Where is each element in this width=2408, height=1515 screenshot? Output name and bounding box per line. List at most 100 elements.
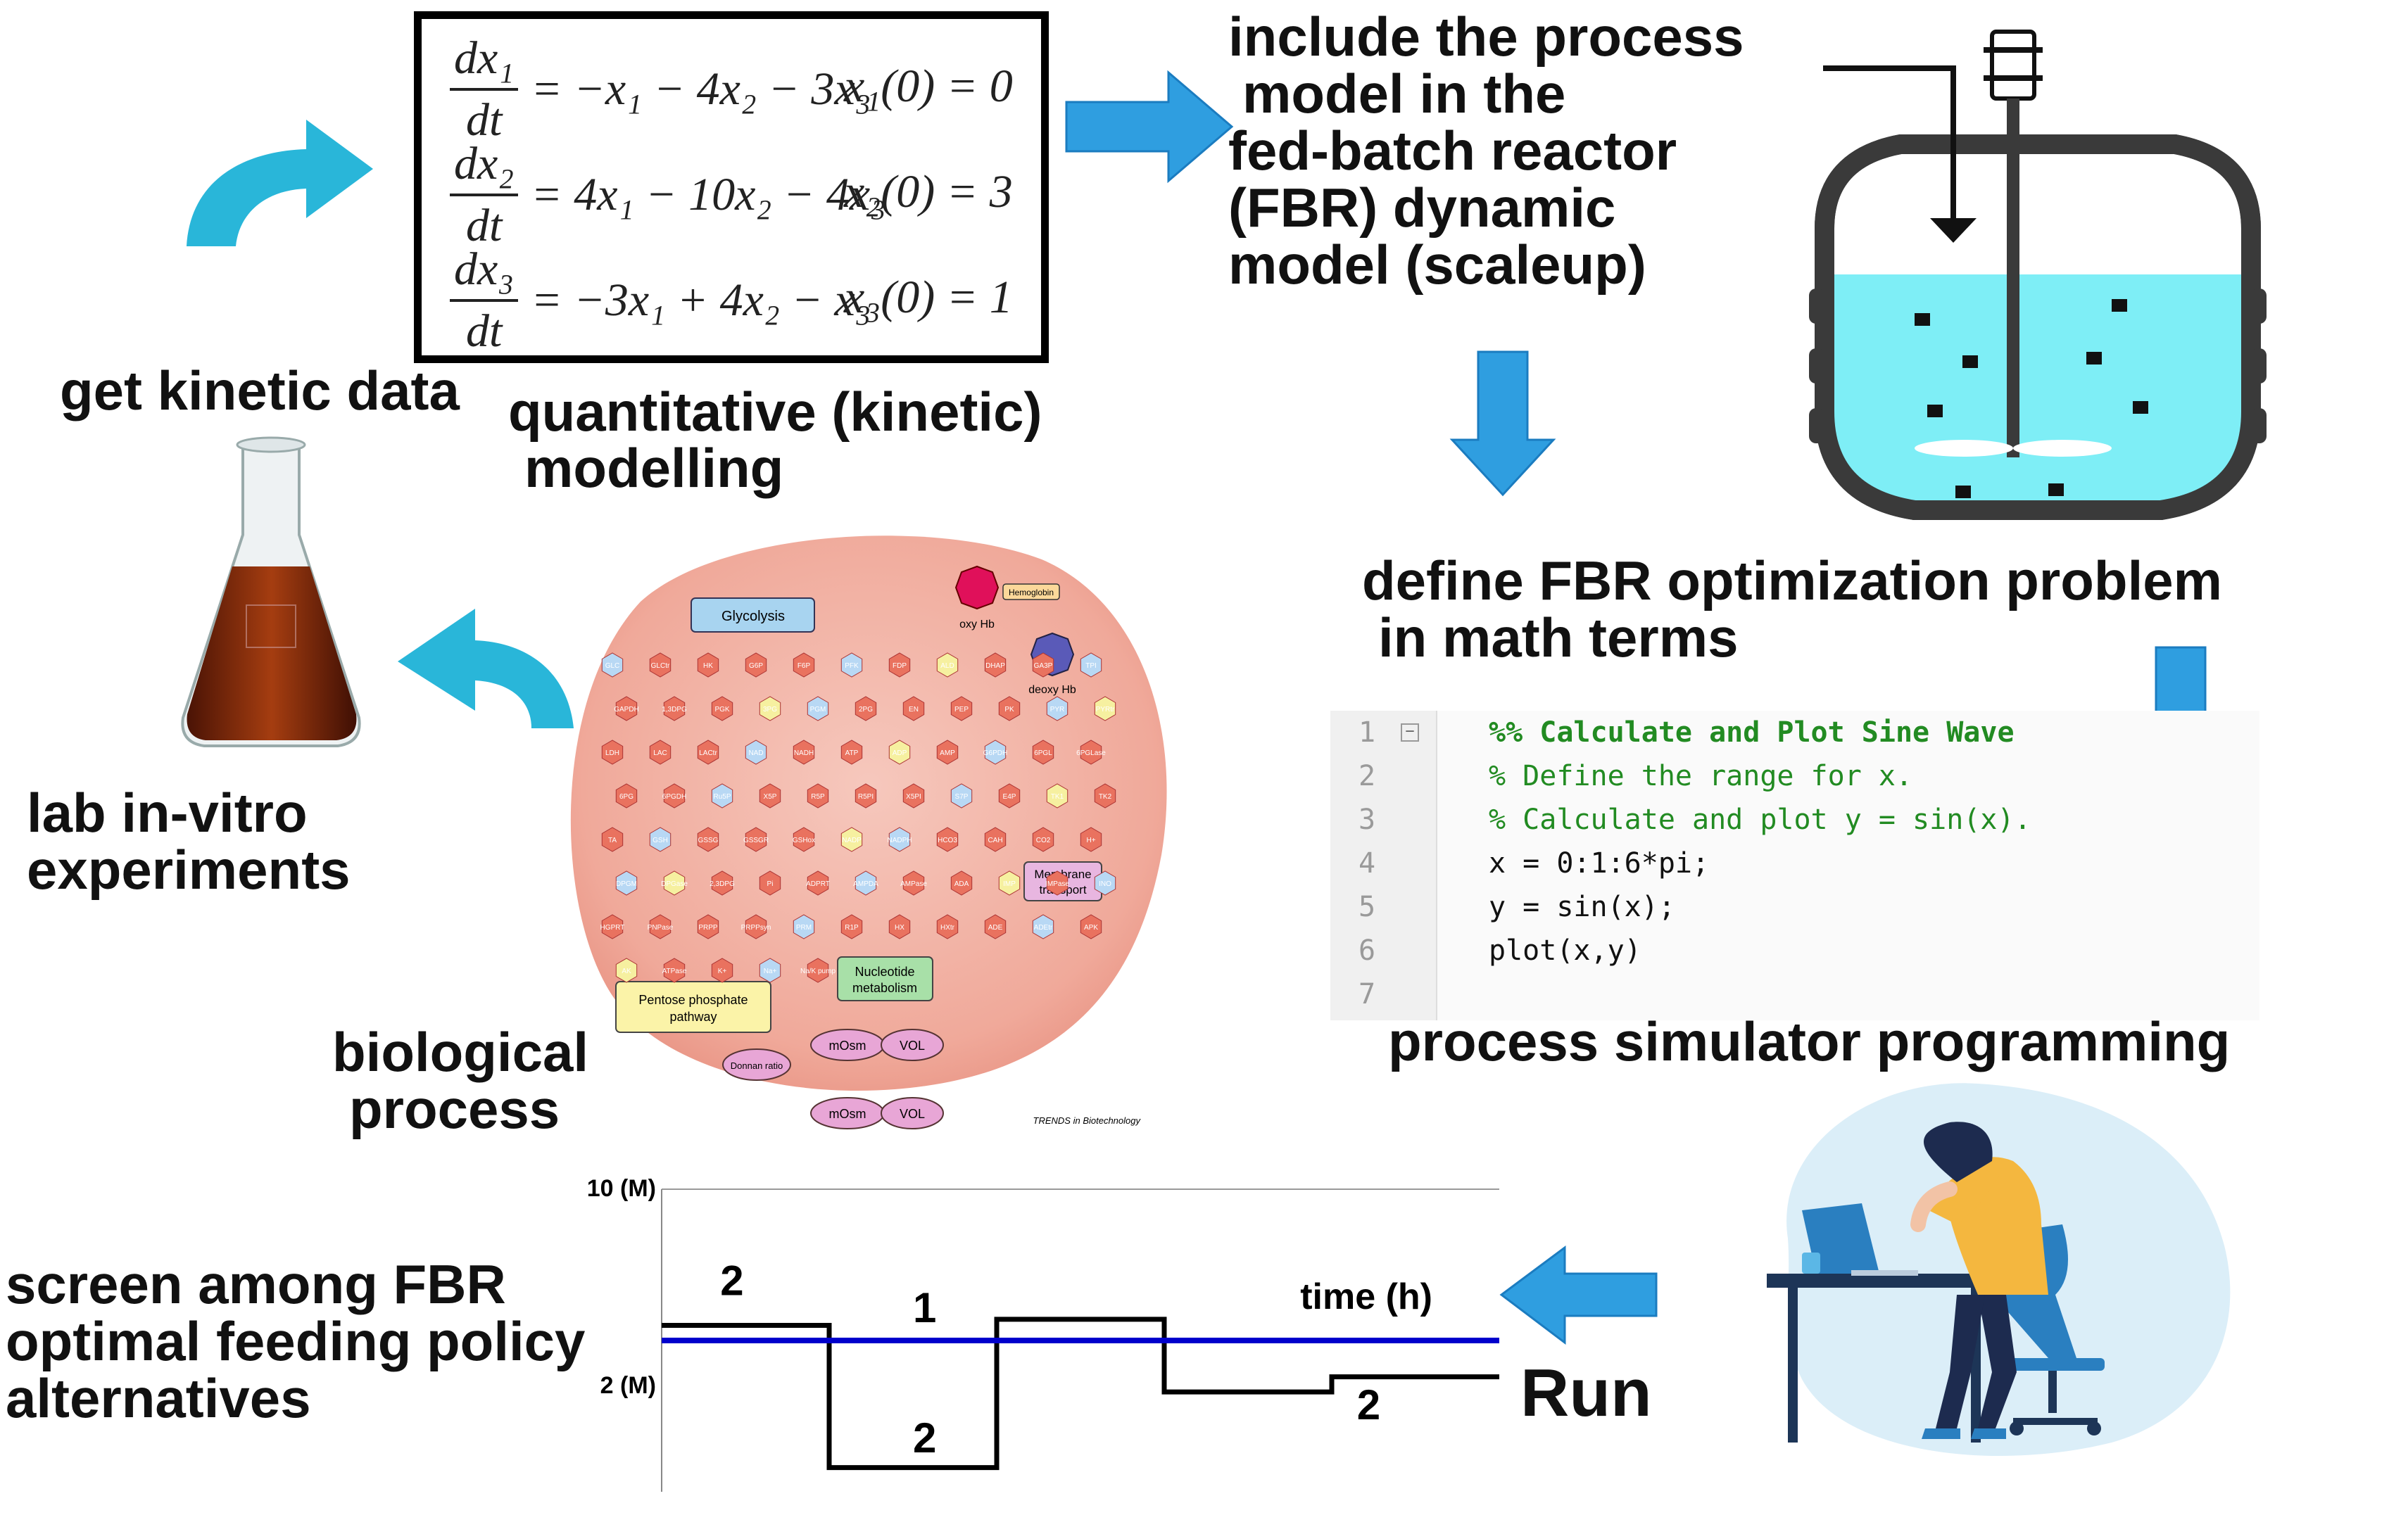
svg-text:K+: K+ [718,968,727,975]
metabolite-node: R5P [807,783,829,809]
svg-text:HGPRT: HGPRT [600,924,625,932]
svg-text:CAH: CAH [988,837,1002,844]
metabolite-node: TA [601,827,624,852]
svg-text:G6PDH: G6PDH [983,749,1007,757]
metabolite-node: PGK [711,696,733,721]
metabolite-node: TK1 [1046,783,1069,809]
eq-init: x₁(0) = 0 [844,61,1013,112]
fold-marker[interactable]: − [1401,723,1419,742]
svg-text:GSSGR: GSSGR [743,837,769,844]
svg-text:AMP: AMP [940,749,955,757]
metabolite-node: LACtr [697,740,719,765]
svg-text:ALD: ALD [940,662,954,670]
include-model-label-4: (FBR) dynamic [1228,177,1616,239]
ppp-label-2: pathway [669,1010,717,1024]
lab-experiments-label-2: experiments [27,839,351,901]
metabolite-node: FDP [888,652,911,678]
code-line[interactable]: % Calculate and plot y = sin(x). [1489,804,2031,836]
metabolite-node: H+ [1080,827,1102,852]
feed-step-line [662,1317,1499,1471]
metabolite-node: R5PI [855,783,877,809]
svg-text:PGK: PGK [714,706,729,714]
svg-text:PYRtr: PYRtr [1096,706,1115,714]
svg-text:PRPP: PRPP [698,924,718,932]
metabolite-node: TPI [1080,652,1102,678]
line-number: 3 [1359,804,1376,836]
line-number: 6 [1359,934,1376,967]
svg-text:GAPDH: GAPDH [614,706,639,714]
svg-text:GSHox: GSHox [793,837,815,844]
svg-text:R1P: R1P [845,924,859,932]
metabolite-node: GAPDH [614,696,639,721]
metabolite-node: 6PGDH [662,783,686,809]
svg-text:G6P: G6P [749,662,763,670]
metabolite-node: 2,3DPG [710,870,735,896]
metabolite-node: 1,3DPG [662,696,687,721]
screen-alternatives-label-2: optimal feeding policy [6,1310,586,1372]
svg-text:TK2: TK2 [1099,793,1112,801]
svg-text:6PG: 6PG [619,793,633,801]
code-line[interactable]: %% Calculate and Plot Sine Wave [1489,716,2015,749]
hemoglobin-label: Hemoglobin [1009,588,1054,597]
metabolite-node: EN [902,696,925,721]
simulator-programming-label: process simulator programming [1388,1010,2231,1072]
erlenmeyer-flask-icon [181,436,361,747]
svg-text:Pi: Pi [767,880,774,888]
svg-text:DHAP: DHAP [985,662,1005,670]
metabolite-node: ATPase [662,958,687,983]
metabolic-network-diagram: Glycolysis Pentose phosphate pathway Nuc… [570,535,1167,1129]
metabolite-node: AK [615,958,638,983]
right-arrow-icon [1065,70,1234,184]
metabolite-node: AMPase [900,870,927,896]
svg-text:GLC: GLC [605,662,620,670]
svg-text:HK: HK [703,662,713,670]
svg-text:LAC: LAC [653,749,667,757]
metabolite-node: GA3P [1032,652,1054,678]
code-editor: − 1 2 3 4 5 6 7 %% Calculate and Plot Si… [1330,711,2259,1020]
screen-alternatives-label: screen among FBR [6,1253,506,1315]
code-gutter [1330,711,1437,1020]
svg-text:NAD: NAD [748,749,763,757]
svg-text:DPGM: DPGM [616,880,637,888]
ppp-label: Pentose phosphate [638,993,748,1007]
metabolite-node: PK [998,696,1021,721]
svg-text:2PG: 2PG [859,706,873,714]
svg-text:S7P: S7P [955,793,969,801]
svg-text:3PG: 3PG [763,706,777,714]
svg-text:ATPase: ATPase [662,968,687,975]
metabolite-node: INO [1094,870,1116,896]
screen-alternatives-label-3: alternatives [6,1367,311,1429]
eq-lhs-den: dt [465,94,503,146]
code-line[interactable]: % Define the range for x. [1489,760,1913,792]
metabolite-node: 6PG [615,783,638,809]
svg-text:FDP: FDP [893,662,907,670]
metabolite-node: GSHox [793,827,815,852]
svg-text:PYR: PYR [1050,706,1065,714]
metabolite-node: GSSGR [743,827,769,852]
policy-annotation: 2 [1357,1381,1380,1428]
metabolite-node: PRPP [697,914,719,939]
metabolite-node: LAC [649,740,672,765]
get-kinetic-data-label: get kinetic data [60,360,460,421]
metabolite-node: NADP [840,827,863,852]
metabolite-node: NADH [793,740,815,765]
metabolite-node: 6PGL [1032,740,1054,765]
metabolite-node: ADP [888,740,911,765]
svg-text:LDH: LDH [605,749,619,757]
code-line[interactable]: y = sin(x); [1489,891,1675,923]
metabolite-node: HCO3 [936,827,959,852]
svg-text:6PGDH: 6PGDH [662,793,686,801]
metabolite-node: GSSG [697,827,719,852]
line-number: 4 [1359,847,1376,880]
metabolite-node: 2PG [855,696,877,721]
svg-text:HCO3: HCO3 [938,837,957,844]
svg-text:6PGLase: 6PGLase [1076,749,1106,757]
svg-text:ADP: ADP [893,749,907,757]
code-line[interactable]: x = 0:1:6*pi; [1489,847,1710,880]
metabolite-node: DPGase [661,870,688,896]
code-line[interactable]: plot(x,y) [1489,934,1641,967]
